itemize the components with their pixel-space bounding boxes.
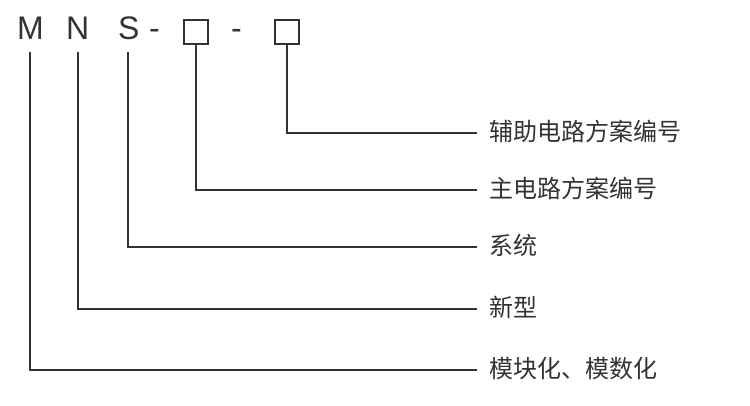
- label-new-type: 新型: [489, 295, 537, 322]
- label-main-circuit: 主电路方案编号: [489, 176, 657, 203]
- label-system: 系统: [489, 233, 537, 260]
- label-aux-circuit: 辅助电路方案编号: [489, 119, 681, 146]
- code-letter-n: N: [66, 10, 90, 46]
- code-dash-1: -: [149, 10, 160, 46]
- aux-circuit-box-icon: [274, 19, 300, 45]
- connector-n-newtype: [77, 52, 477, 310]
- code-letter-m: M: [17, 10, 44, 46]
- connector-box2-auxcircuit: [286, 45, 477, 134]
- connector-m-modular: [29, 52, 477, 371]
- connector-s-system: [127, 52, 477, 248]
- code-dash-2: -: [231, 10, 242, 46]
- connector-box1-maincircuit: [195, 45, 477, 191]
- label-modular: 模块化、模数化: [489, 356, 657, 383]
- code-letter-s: S: [118, 10, 140, 46]
- main-circuit-box-icon: [183, 19, 209, 45]
